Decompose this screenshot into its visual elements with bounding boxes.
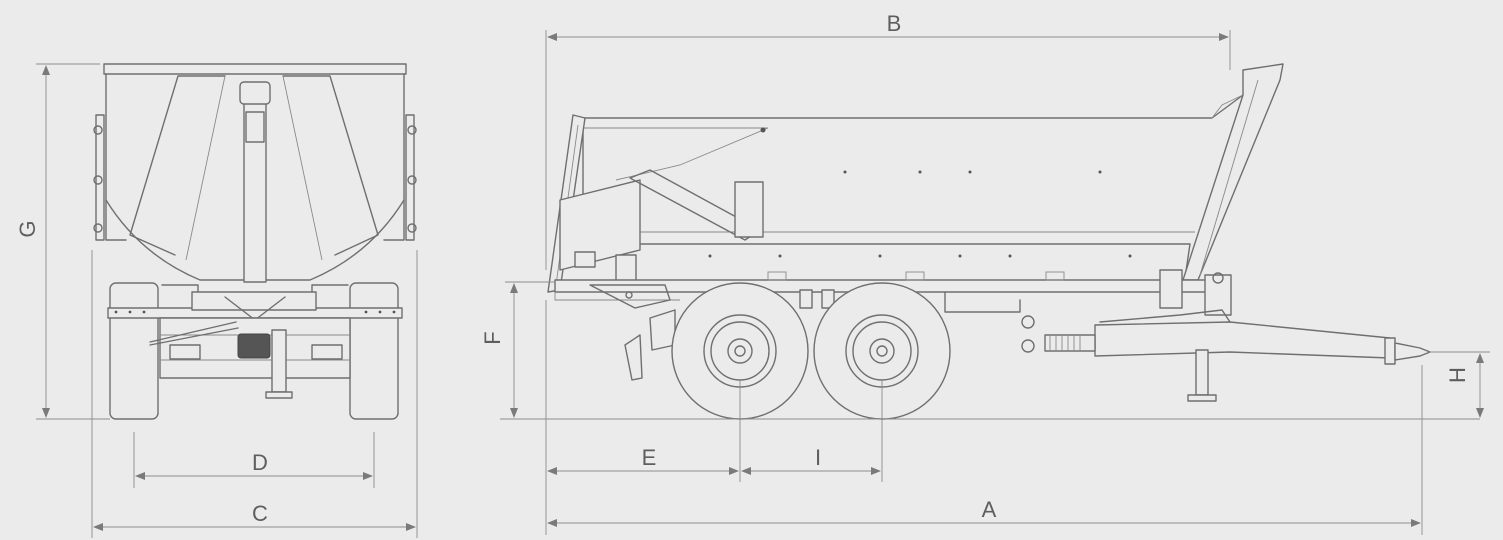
rear-wheel bbox=[671, 282, 809, 420]
dim-label-f: F bbox=[480, 331, 505, 344]
side-view-details bbox=[625, 127, 1224, 299]
rear-view bbox=[93, 63, 417, 420]
dim-label-d: D bbox=[252, 450, 268, 475]
dim-label-g: G bbox=[15, 220, 40, 237]
dim-label-e: E bbox=[642, 445, 657, 470]
dim-label-h: H bbox=[1445, 367, 1470, 383]
side-view bbox=[547, 63, 1431, 420]
rear-view-dimensions bbox=[36, 63, 418, 538]
side-view-dimensions bbox=[500, 30, 1490, 535]
dimension-labels: B A E I C D G F H bbox=[15, 11, 1470, 526]
dim-label-b: B bbox=[887, 11, 902, 36]
dim-label-i: I bbox=[815, 445, 821, 470]
dim-label-a: A bbox=[982, 497, 997, 522]
dim-label-c: C bbox=[252, 501, 268, 526]
